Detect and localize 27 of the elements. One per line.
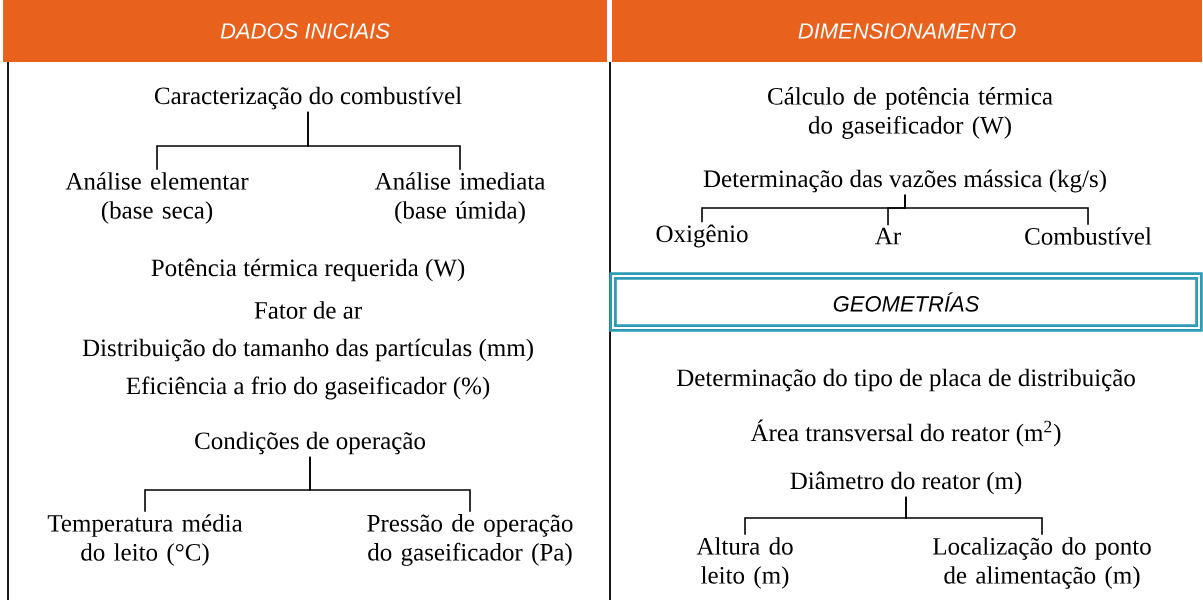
section-box: GEOMETRÍAS	[609, 272, 1203, 332]
text-label: Potência térmica requerida (W)	[151, 258, 465, 282]
item-text: Altura do leito (m)	[696, 537, 793, 589]
header-band: DIMENSIONAMENTO	[612, 0, 1202, 62]
item-text: Oxigênio	[656, 224, 748, 248]
text-label: Cálculo de potência térmica do gaseificador (W)	[768, 87, 1053, 139]
text-label: Área transversal do reator (m$^{2}$)	[750, 419, 1061, 447]
text-label: Distribuição do tamanho das partículas (mm)	[82, 338, 533, 362]
item-text: Diâmetro do reator (m)	[790, 471, 1022, 495]
text-label: Determinação do tipo de placa de distribuição	[676, 368, 1135, 392]
item-text: Condições de operação	[195, 431, 425, 455]
item-text: Localização do ponto de alimentação (m)	[933, 537, 1151, 589]
header-band: DADOS INICIAIS	[3, 0, 607, 62]
item-text: Caracterização do combustível	[154, 86, 462, 110]
item-text: Análise imediata (base úmida)	[374, 172, 546, 224]
item-text: Combustível	[1025, 227, 1152, 245]
bracket-line	[904, 194, 1089, 226]
item-text: Temperatura média do leito (°C)	[47, 514, 243, 566]
bracket-line	[309, 455, 471, 513]
item-text: Ar	[875, 227, 901, 245]
text-label: Fator de ar	[254, 301, 362, 319]
item-text: Pressão de operação do gaseificador (Pa)	[367, 514, 573, 566]
bracket-line	[905, 495, 1043, 536]
item-text: Determinação das vazões mássica (kg/s)	[703, 169, 1106, 193]
item-text: Análise elementar (base seca)	[65, 172, 249, 224]
text-label: Eficiência a frio do gaseificador (%)	[126, 376, 490, 400]
bracket-line	[307, 110, 461, 171]
